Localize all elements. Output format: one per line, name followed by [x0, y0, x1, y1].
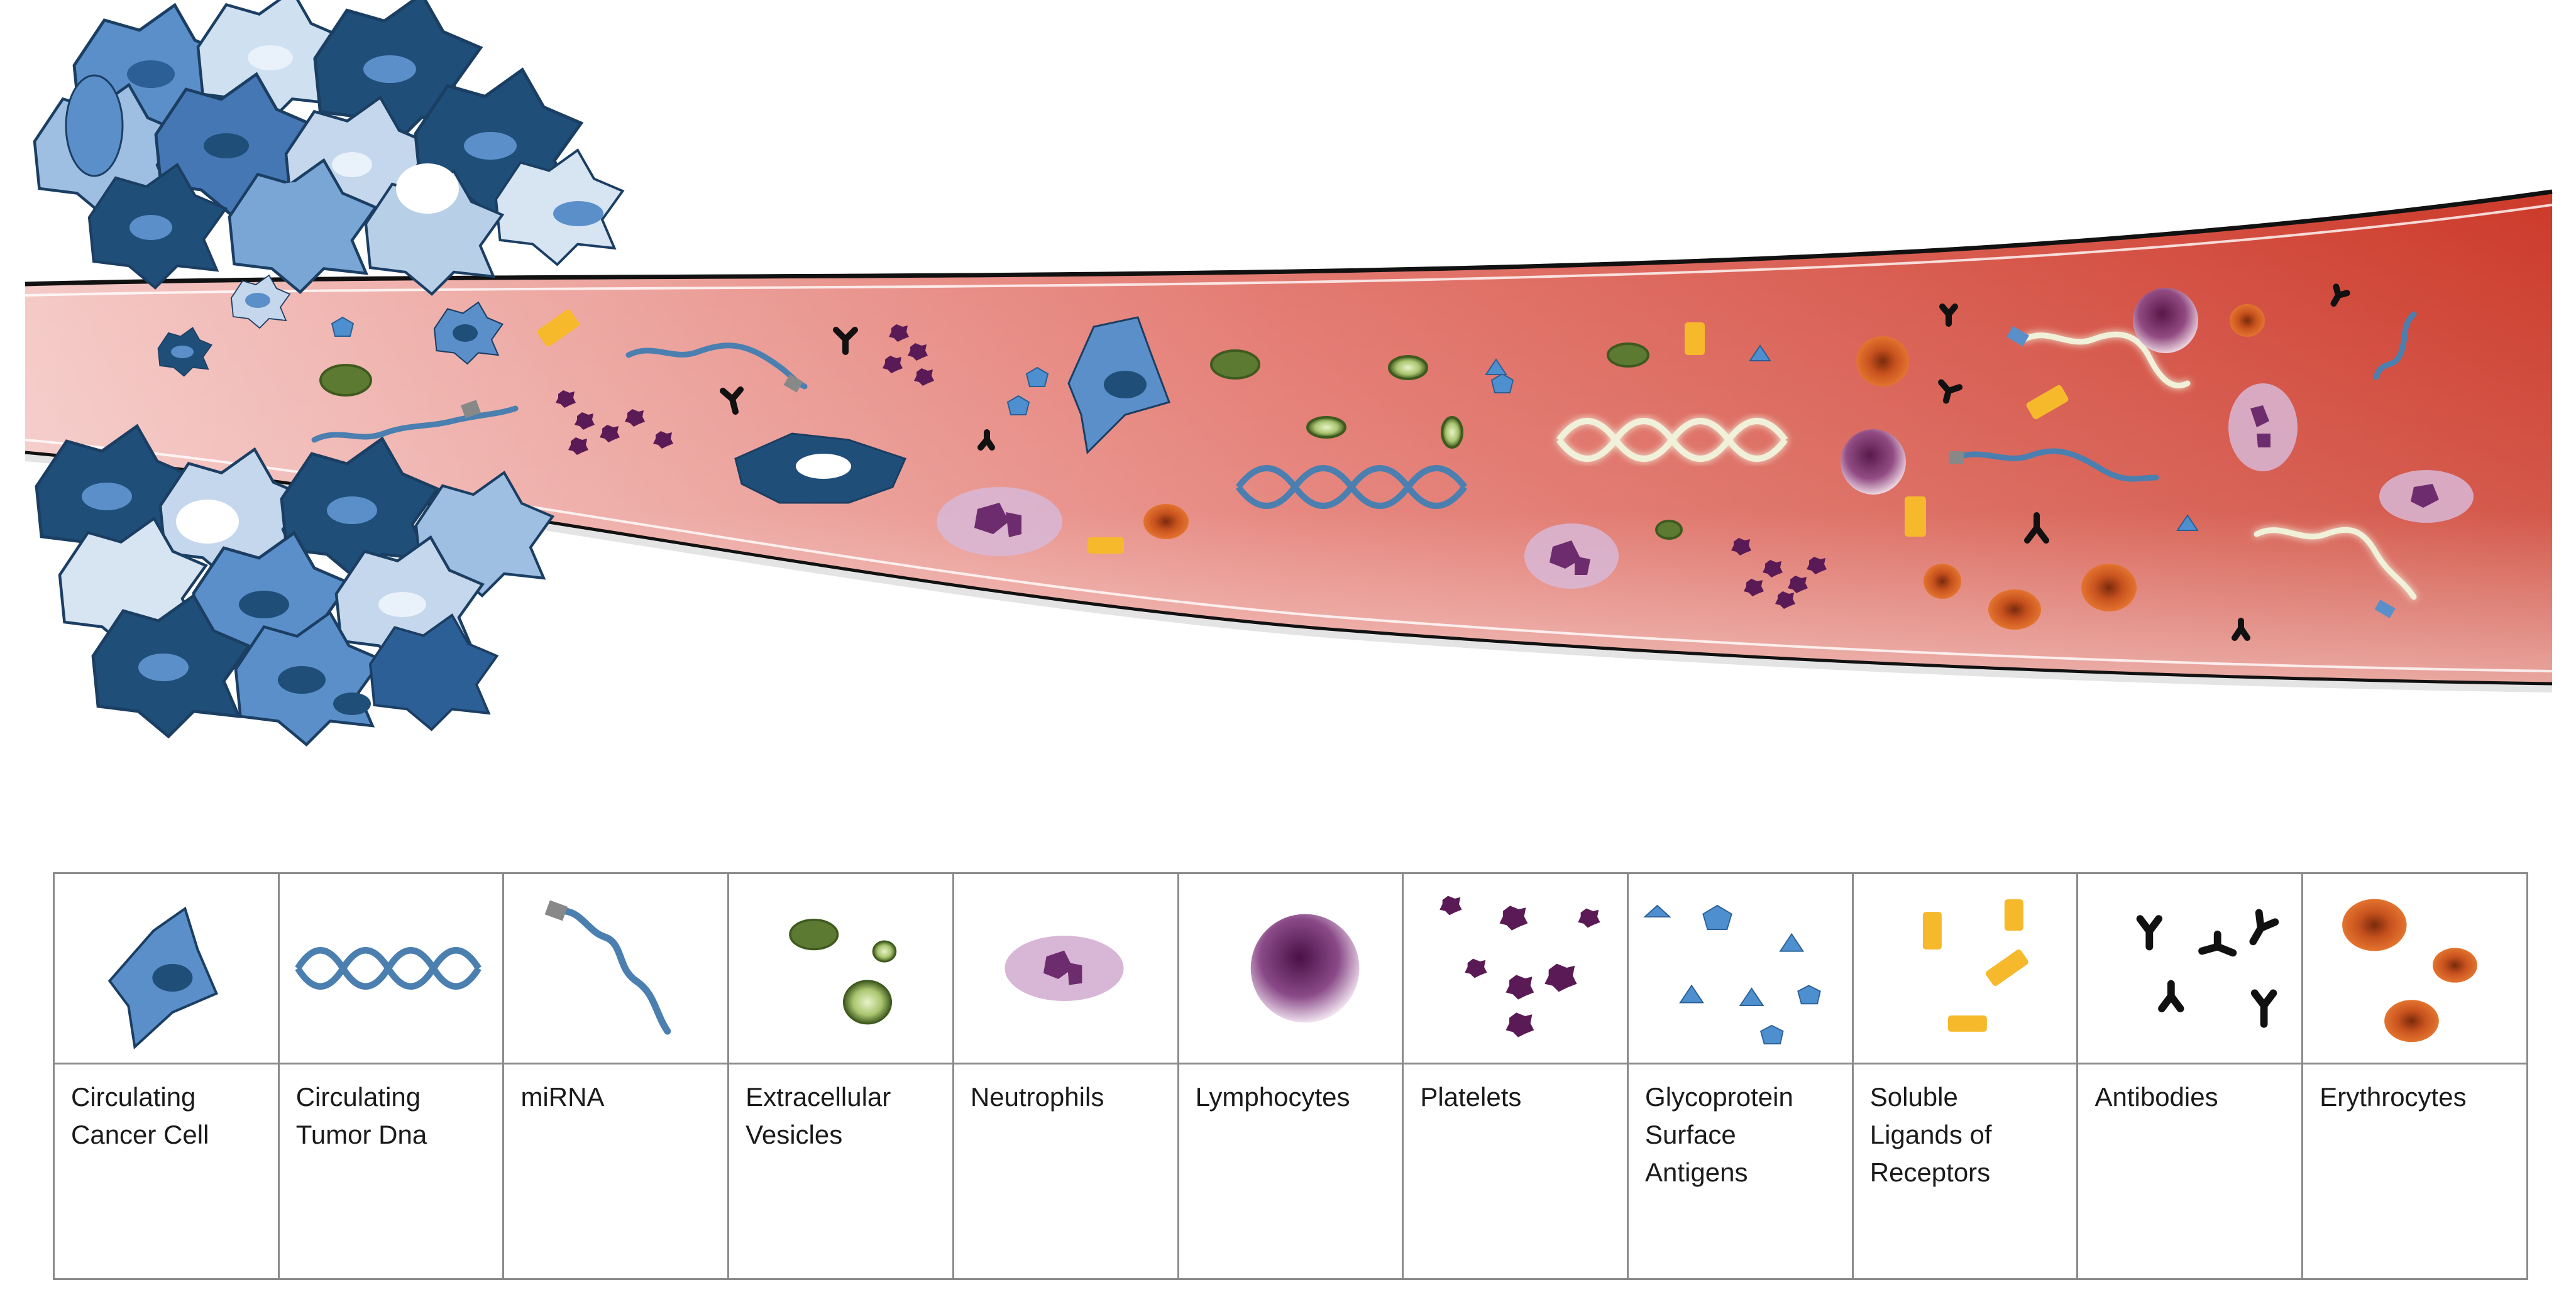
legend-cell	[2301, 872, 2528, 1064]
legend-table: Circulating Cancer Cell Circulating Tumo…	[53, 872, 2528, 1280]
legend-label: Neutrophils	[970, 1082, 1104, 1112]
blood-vessel	[25, 189, 2553, 692]
legend-icon-row	[53, 872, 2528, 1064]
vessel-ctdna	[1236, 418, 1788, 509]
legend-cell	[727, 872, 954, 1064]
legend-cell: Platelets	[1402, 1063, 1629, 1280]
soluble-ligands-icon	[1922, 899, 2028, 1032]
legend-cell	[53, 872, 280, 1064]
neutrophil-icon	[1005, 935, 1124, 1002]
vessel-vesicles	[319, 342, 1683, 540]
vessel-antibodies	[720, 283, 2350, 641]
legend-cell: Circulating Cancer Cell	[53, 1063, 280, 1280]
legend-cell: Erythrocytes	[2301, 1063, 2528, 1280]
legend-cell	[1402, 872, 1629, 1064]
legend-cell	[502, 872, 730, 1064]
primary-tumor-top	[35, 0, 624, 294]
legend-label: Erythrocytes	[2320, 1082, 2467, 1112]
legend-cell: Soluble Ligands of Receptors	[1851, 1063, 2079, 1280]
legend-cell: Antibodies	[2076, 1063, 2304, 1280]
legend-cell: miRNA	[502, 1063, 730, 1280]
mirna-strand-icon	[545, 900, 671, 1035]
vessel-ligands	[537, 309, 2069, 554]
vessel-lymphocytes	[1841, 288, 2198, 495]
bloodstream-scene	[25, 0, 2553, 779]
legend-cell: Lymphocytes	[1177, 1063, 1404, 1280]
legend-label: Platelets	[1420, 1082, 1522, 1112]
extracellular-vesicles-icon	[789, 918, 897, 1025]
legend-label: Extracellular Vesicles	[746, 1082, 891, 1149]
legend-cell	[1177, 872, 1404, 1064]
lymphocyte-icon	[1250, 914, 1360, 1023]
legend-label: miRNA	[520, 1082, 605, 1112]
legend-cell	[952, 872, 1179, 1064]
primary-tumor-bottom	[36, 426, 553, 745]
legend-cell: Extracellular Vesicles	[727, 1063, 954, 1280]
circulating-cancer-cell-icon	[107, 906, 218, 1050]
vessel-erythrocytes	[1143, 304, 2265, 630]
glycoprotein-antigens-icon	[1643, 904, 1821, 1044]
legend-label: Circulating Tumor Dna	[295, 1082, 427, 1149]
legend-label: Antibodies	[2094, 1082, 2218, 1112]
vessel-neutrophils	[937, 383, 2474, 589]
legend-label: Soluble Ligands of Receptors	[1869, 1082, 1992, 1187]
legend-cell	[1851, 872, 2079, 1064]
legend-cell: Neutrophils	[952, 1063, 1179, 1280]
vessel-antigens	[331, 316, 2199, 531]
vessel-cancer-cells	[157, 275, 1170, 504]
legend-cell	[1627, 872, 1854, 1064]
legend-cell	[277, 872, 505, 1064]
legend-label: Circulating Cancer Cell	[71, 1082, 209, 1149]
vessel-mirna	[311, 311, 2417, 618]
antibodies-icon	[2137, 909, 2279, 1028]
legend-label-row: Circulating Cancer Cell Circulating Tumo…	[53, 1063, 2528, 1280]
dna-double-helix-icon	[295, 947, 482, 990]
legend-label: Glycoprotein Surface Antigens	[1645, 1082, 1793, 1187]
erythrocytes-icon	[2342, 899, 2478, 1043]
legend-label: Lymphocytes	[1195, 1082, 1350, 1112]
legend-cell: Circulating Tumor Dna	[277, 1063, 505, 1280]
legend-cell	[2076, 872, 2304, 1064]
legend-cell: Glycoprotein Surface Antigens	[1627, 1063, 1854, 1280]
platelets-icon	[1439, 895, 1600, 1037]
